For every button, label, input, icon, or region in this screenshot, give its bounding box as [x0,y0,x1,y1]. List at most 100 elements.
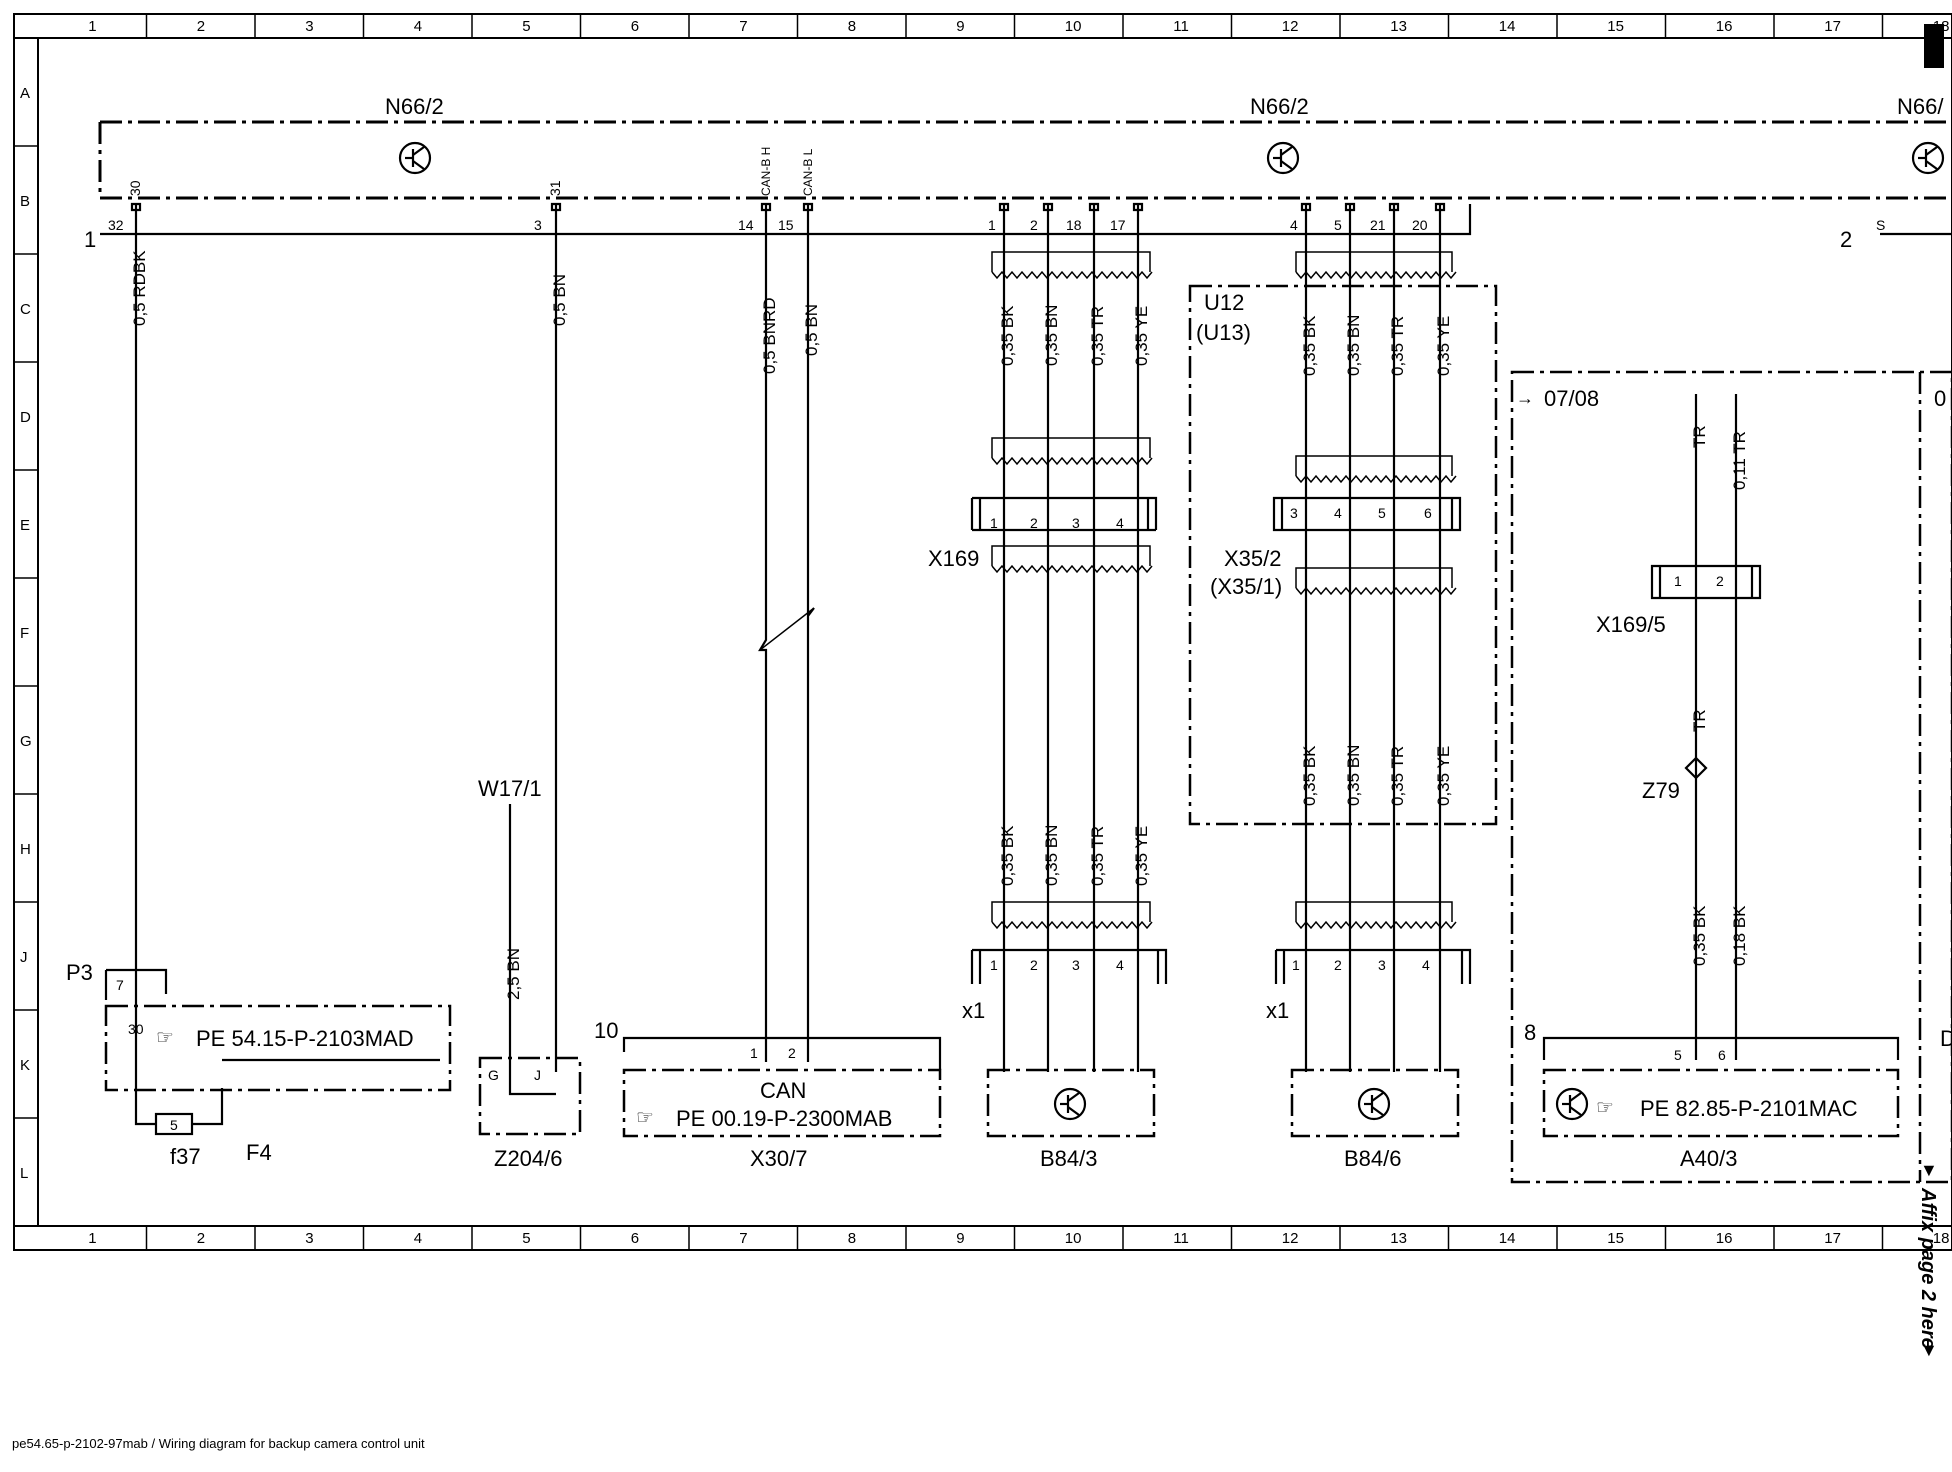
x352-connector [1272,496,1462,532]
x307-pin-1: 1 [750,1045,758,1061]
x352-pin-3: 3 [1290,505,1298,521]
x169-pin-3: 3 [1072,515,1080,531]
affix-text: Affix page 2 here [1917,1187,1939,1349]
p3-pin-7: 7 [116,977,124,993]
page-corner-mark [1924,24,1944,68]
n66-label-mid: N66/2 [1250,94,1309,119]
x169-pin-1: 1 [990,515,998,531]
fuse-number: 5 [170,1117,178,1133]
row-index: B [20,193,30,210]
affix-arrow-icon: ▼ [1920,1160,1938,1180]
z2046-pin-g: G [488,1067,499,1083]
column-index: 7 [739,18,747,35]
wire-label-bn-can: 0,5 BN [802,304,821,356]
column-index: 4 [414,1230,422,1247]
wire-label-tr-right-2: TR [1690,709,1709,732]
pin-30-label: 30 [127,180,143,196]
transistor-icon [1911,141,1945,175]
a403-transistor-icon [1555,1087,1589,1121]
wire-label-bk-3: 0,35 BK [1300,315,1319,376]
wire-can-l [806,214,815,1062]
column-index: 4 [414,18,422,35]
pin-17: 17 [1110,217,1126,233]
camera-transistor-icon [1357,1087,1391,1121]
transistor-icon [1266,141,1300,175]
column-index: 5 [522,18,530,35]
n66-connector-strip [100,204,1952,236]
z2046-label: Z204/6 [494,1146,563,1171]
column-index: 8 [848,1230,856,1247]
caption: pe54.65-p-2102-97mab / Wiring diagram fo… [12,1436,425,1451]
row-index: A [20,85,30,102]
a403-section-outline [1510,370,1952,1184]
shield-symbols [991,251,1457,930]
pin-5: 5 [1334,217,1342,233]
pin-31-label: 31 [547,180,563,196]
pin-terminals [130,202,1446,214]
wire-label-bn-3: 0,35 BN [1344,315,1363,376]
pin-4: 4 [1290,217,1298,233]
u12-outline [1188,284,1498,826]
column-index: 2 [197,1230,205,1247]
wire-label-ye-2: 0,35 YE [1132,826,1151,886]
a403-bus-line [1542,1036,1900,1060]
camera-transistor-icon [1053,1087,1087,1121]
ref-cut-label: 0 [1934,386,1946,411]
column-index: 17 [1824,18,1841,35]
column-index: 12 [1282,1230,1299,1247]
z79-diamond-icon [1684,756,1708,780]
p3-outline [104,1004,452,1092]
pin-14: 14 [738,217,754,233]
n66-pin-marker-left: 1 [84,227,96,252]
p3-pin7-line [104,968,168,1000]
column-index: 15 [1607,18,1624,35]
column-index: 11 [1173,18,1189,35]
a403-label: A40/3 [1680,1146,1738,1171]
wire-label-ye-4: 0,35 YE [1434,746,1453,806]
column-index: 6 [631,1230,639,1247]
x1695-connector [1650,564,1762,600]
b846-label: B84/6 [1344,1146,1402,1171]
f37-label: f37 [170,1144,201,1169]
row-index: G [20,733,32,750]
x352-label: X35/2 [1224,546,1282,571]
column-index: 15 [1607,1230,1624,1247]
column-index: 14 [1499,1230,1516,1247]
wire-label-bk018-right: 0,18 BK [1730,905,1749,966]
x1-label-right: x1 [1266,998,1289,1023]
z2046-pin-j: J [534,1067,541,1083]
wire-label-tr-3: 0,35 TR [1388,316,1407,376]
x1695-pin-1: 1 [1674,573,1682,589]
wire-label-tr-4: 0,35 TR [1388,746,1407,806]
pin-15: 15 [778,217,794,233]
column-index: 13 [1390,18,1407,35]
x307-outline [622,1068,942,1138]
x1-right-pin-4: 4 [1422,957,1430,973]
row-index: F [20,625,29,642]
column-index: 6 [631,18,639,35]
row-index: C [20,301,31,318]
wire-label-bk-2: 0,35 BK [998,825,1017,886]
column-index: 14 [1499,18,1516,35]
pin-2: 2 [1030,217,1038,233]
wire-group-b843 [1002,214,1140,1072]
x307-label: X30/7 [750,1146,808,1171]
w171-wire [508,804,556,1096]
wire-label-25bn: 2,5 BN [504,948,523,1000]
column-index: 2 [197,18,205,35]
x1-left-pin-1: 1 [990,957,998,973]
u13-label: (U13) [1196,320,1251,345]
pe-ref-symbol-p3: ☞ [156,1027,174,1049]
x352-pin-4: 4 [1334,505,1342,521]
x1-left-pin-2: 2 [1030,957,1038,973]
column-index: 13 [1390,1230,1407,1247]
row-index: J [20,949,28,966]
x307-bus-line [622,1036,942,1070]
f4-label: F4 [246,1140,272,1165]
wire-label-rdbk: 0,5 RDBK [130,250,149,326]
x169-connector [970,496,1158,532]
n66-label-left: N66/2 [385,94,444,119]
p3-label: P3 [66,960,93,985]
a403-outline [1542,1068,1900,1138]
